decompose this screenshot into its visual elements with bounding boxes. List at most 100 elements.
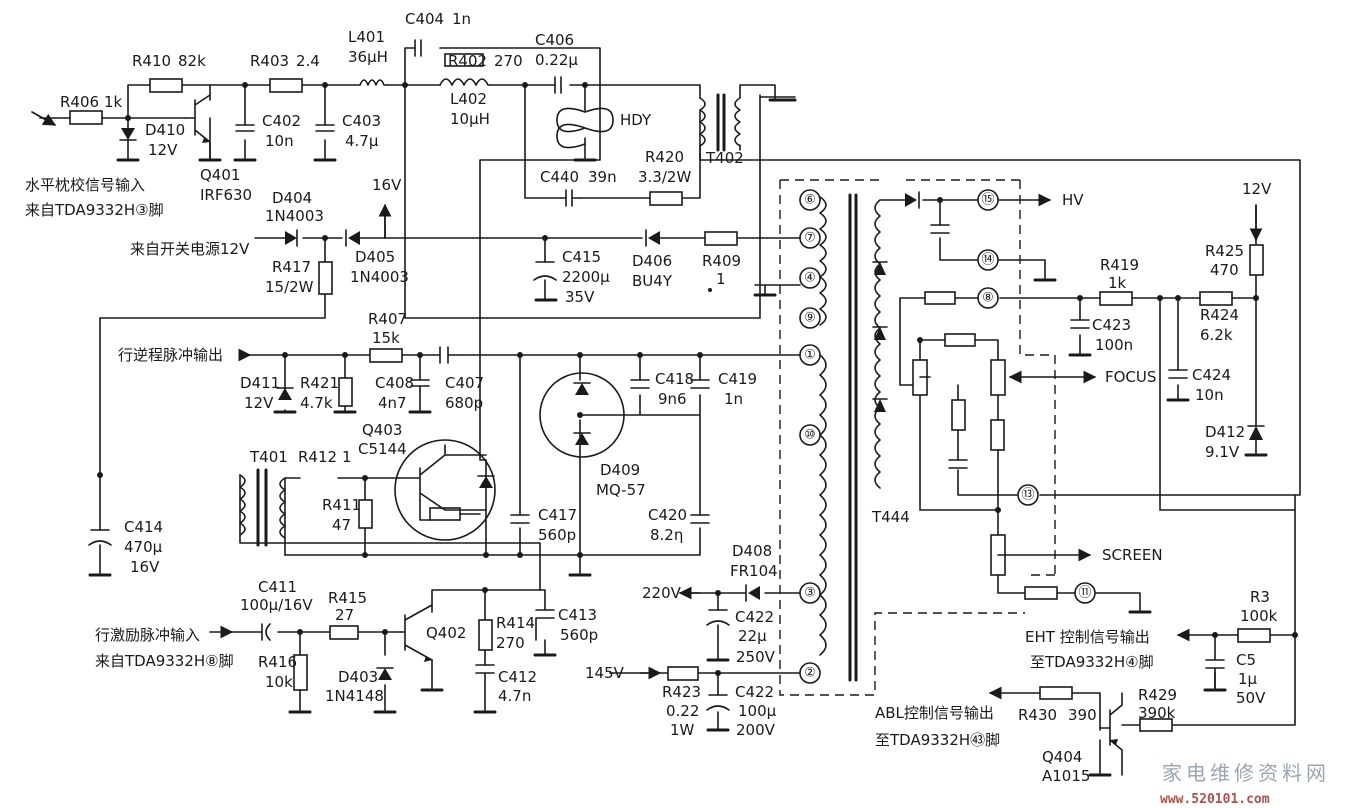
t444-outline-right — [900, 179, 1055, 576]
label-c408-value: 4n7 — [378, 394, 407, 412]
label-c402-value: 10n — [265, 132, 294, 150]
transistors — [184, 94, 1123, 776]
label-c415: C415 — [562, 248, 601, 266]
resistor-t444-d — [990, 419, 1005, 451]
label-input-pincushion-1: 水平枕校信号输入 — [25, 176, 145, 194]
resistor-r403 — [269, 78, 303, 93]
wires — [39, 47, 1301, 776]
label-r414-value: 270 — [496, 634, 525, 652]
label-c422a-value-1: 22μ — [738, 627, 767, 645]
label-c440: C440 — [540, 168, 579, 186]
label-r410: R410 — [132, 52, 171, 70]
label-c406: C406 — [535, 31, 574, 49]
label-c417-value: 560p — [538, 526, 576, 544]
diodes — [119, 117, 1265, 680]
inductor-t401-secondary — [279, 477, 286, 539]
label-c408: C408 — [375, 374, 414, 392]
resistor-r416 — [293, 654, 308, 691]
label-r419-value: 1k — [1108, 274, 1127, 292]
pin-markers — [799, 189, 1096, 684]
t444-primary-coil — [819, 196, 827, 326]
label-t444: T444 — [871, 508, 910, 526]
label-c424-value: 10n — [1195, 386, 1224, 404]
label-r416: R416 — [258, 653, 297, 671]
label-c440-value: 39n — [588, 168, 617, 186]
label-r407: R407 — [368, 310, 407, 328]
label-l401-value: 36μH — [348, 48, 388, 66]
label-c422a-value-2: 250V — [736, 648, 776, 666]
pin-9: ⑨ — [804, 311, 816, 326]
label-c414-value-2: 16V — [130, 558, 160, 576]
label-r414: R414 — [496, 614, 535, 632]
label-c418: C418 — [655, 370, 694, 388]
inductor-l401 — [359, 79, 389, 86]
pin-8: ⑧ — [982, 291, 994, 306]
label-16v: 16V — [372, 176, 402, 194]
label-q404-value: A1015 — [1042, 767, 1090, 785]
label-c413-value: 560p — [560, 626, 598, 644]
label-r423: R423 — [662, 683, 701, 701]
label-145v: 145V — [585, 664, 625, 682]
resistor-r424 — [1199, 291, 1233, 306]
label-r425-value: 470 — [1210, 261, 1239, 279]
inductor-r402-l402 — [439, 78, 491, 86]
component-labels: R406 1k R410 82k R403 2.4 L401 36μH C404… — [25, 10, 1278, 785]
label-r409-value: 1 — [716, 270, 726, 288]
label-input-drive-2: 来自TDA9332H⑧脚 — [95, 652, 234, 670]
label-d410-value: 12V — [148, 141, 178, 159]
label-output-flyback: 行逆程脉冲输出 — [118, 346, 223, 364]
label-c403: C403 — [342, 112, 381, 130]
label-r3-value: 100k — [1240, 607, 1278, 625]
label-c422b-value-2: 200V — [736, 721, 776, 739]
label-r402-value: 270 — [494, 52, 523, 70]
label-r420-value: 3.3/2W — [638, 168, 691, 186]
label-l402-value: 10μH — [450, 110, 490, 128]
inductor-t402 — [699, 97, 706, 147]
label-output-abl-2: 至TDA9332H㊸脚 — [875, 731, 1000, 749]
label-r417-value: 15/2W — [265, 278, 314, 296]
resistor-r415 — [329, 625, 359, 640]
label-output-eht-1: EHT 控制信号输出 — [1025, 628, 1150, 646]
grounds — [88, 98, 1268, 777]
resistor-r3 — [1237, 628, 1271, 643]
watermark-text: 家电维修资料网 — [1162, 761, 1330, 785]
label-r416-value: 10k — [265, 673, 293, 691]
label-d404: D404 — [272, 189, 312, 207]
label-r421-value: 4.7k — [300, 394, 333, 412]
label-q401-value: IRF630 — [200, 186, 252, 204]
label-r417: R417 — [272, 258, 311, 276]
label-r430-value: 390 — [1068, 706, 1097, 724]
watermark-url: www.520101.com — [1160, 792, 1270, 807]
label-c411-value: 100μ/16V — [240, 596, 313, 614]
label-d412-value: 9.1V — [1205, 443, 1240, 461]
label-r429: R429 — [1138, 686, 1177, 704]
label-c423: C423 — [1092, 316, 1131, 334]
label-q403-value: C5144 — [358, 440, 407, 458]
resistor-t444-b — [944, 333, 976, 347]
label-r406: R406 — [60, 93, 99, 111]
t402-core — [716, 93, 726, 152]
resistor-r406 — [69, 110, 103, 125]
label-q401: Q401 — [200, 166, 240, 184]
label-d403-value: 1N4148 — [325, 687, 384, 705]
label-t402: T402 — [705, 149, 744, 167]
label-t401: T401 — [249, 448, 288, 466]
label-input-pincushion-2: 来自TDA9332H③脚 — [25, 201, 164, 219]
label-d408: D408 — [732, 542, 772, 560]
pin-2: ② — [804, 666, 816, 681]
label-d404-value: 1N4003 — [265, 207, 324, 225]
t444-primary-coil-2 — [819, 354, 827, 656]
pin-14: ⑭ — [981, 253, 994, 268]
label-r411: R411 — [322, 496, 361, 514]
label-c407: C407 — [445, 374, 484, 392]
resistor-t444-e — [1024, 586, 1058, 600]
t444-outline-left — [779, 179, 1056, 696]
label-r412: R412 — [298, 448, 337, 466]
label-c413: C413 — [558, 606, 597, 624]
label-r403: R403 — [250, 52, 289, 70]
label-output-abl-1: ABL控制信号输出 — [875, 704, 994, 722]
label-r415: R415 — [328, 589, 367, 607]
junctions — [97, 82, 1298, 676]
label-d403: D403 — [338, 668, 378, 686]
